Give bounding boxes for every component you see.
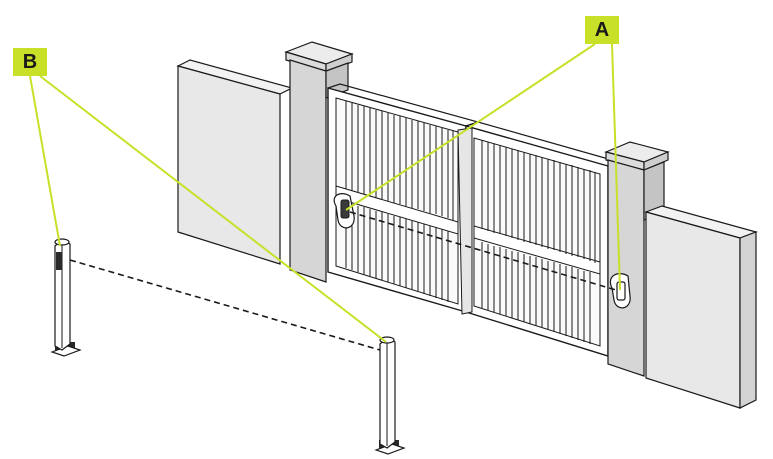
- photocell-pillar-right: [609, 273, 631, 309]
- callout-a-leaders: [345, 43, 621, 291]
- column-photocell-left: [50, 238, 82, 357]
- column-photocell-right: [374, 336, 406, 455]
- gate: [327, 83, 613, 357]
- column-infrared-beam: [69, 259, 381, 351]
- photocell-gate-left: [333, 193, 355, 229]
- left-wall: [176, 59, 294, 265]
- callout-b-leaders: [29, 75, 387, 343]
- right-wall: [644, 205, 758, 409]
- callout-b-label: B: [13, 48, 47, 76]
- callout-a-label: A: [585, 16, 619, 44]
- left-pillar: [284, 41, 354, 283]
- gate-infrared-beam: [349, 211, 617, 291]
